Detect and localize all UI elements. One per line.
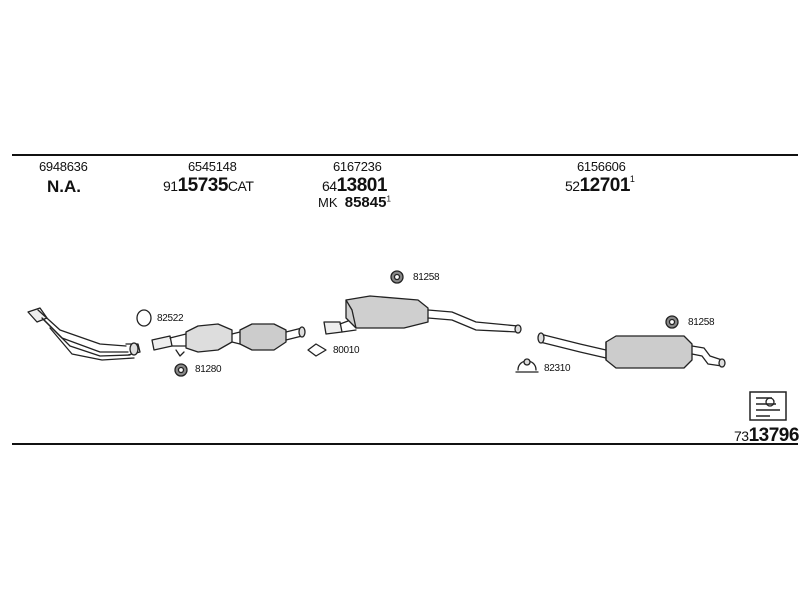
ref-number-3: 6167236	[333, 159, 382, 174]
middle-silencer-drawing	[323, 295, 522, 335]
ref-number-2: 6545148	[188, 159, 237, 174]
part-na-label: N.A.	[47, 177, 81, 196]
part-suffix: CAT	[227, 178, 254, 194]
bottom-rule	[12, 443, 798, 445]
part-bold: 12701	[579, 175, 631, 196]
part-number-rear-silencer: 52127011	[565, 174, 635, 196]
part-label-81258-a: 81258	[413, 272, 440, 283]
part-prefix: 91	[163, 178, 178, 194]
part-prefix: 52	[565, 178, 580, 194]
catalytic-converter-drawing	[151, 323, 306, 357]
part-prefix: 64	[322, 178, 337, 194]
part-label-82310: 82310	[544, 363, 571, 374]
rubber-mount-81258-drawing-b	[665, 315, 679, 329]
rubber-mount-81280-drawing	[174, 363, 188, 377]
ref-number-1: 6948636	[39, 159, 88, 174]
part-sup: 1	[629, 174, 635, 184]
kit-code-bold: 13796	[748, 425, 800, 446]
part-label-80010: 80010	[333, 345, 360, 356]
part-label-81258-b: 81258	[688, 317, 715, 328]
part-number-catalyst: 9115735CAT	[163, 175, 254, 196]
top-rule	[12, 154, 798, 156]
part-bold: 13801	[336, 175, 388, 196]
mounting-kit-number: MK 858451	[318, 195, 391, 210]
mk-sup: 1	[386, 194, 391, 204]
clamp-82310-drawing	[515, 358, 539, 373]
rubber-mount-81258-drawing-a	[390, 270, 404, 284]
part-label-81280: 81280	[195, 364, 222, 375]
ref-number-4: 6156606	[577, 159, 626, 174]
kit-code: 7313796	[734, 426, 799, 445]
gasket-82522-drawing	[136, 309, 152, 327]
part-number-middle-silencer: 6413801	[322, 176, 387, 195]
mk-prefix: MK	[318, 195, 338, 210]
gasket-80010-drawing	[307, 343, 327, 357]
catalog-icon	[749, 391, 787, 421]
kit-code-prefix: 73	[734, 428, 749, 444]
part-label-82522: 82522	[157, 313, 184, 324]
mk-bold: 85845	[344, 194, 387, 211]
front-pipe-drawing	[27, 307, 141, 361]
part-bold: 15735	[177, 175, 229, 196]
rear-silencer-drawing	[537, 332, 726, 369]
